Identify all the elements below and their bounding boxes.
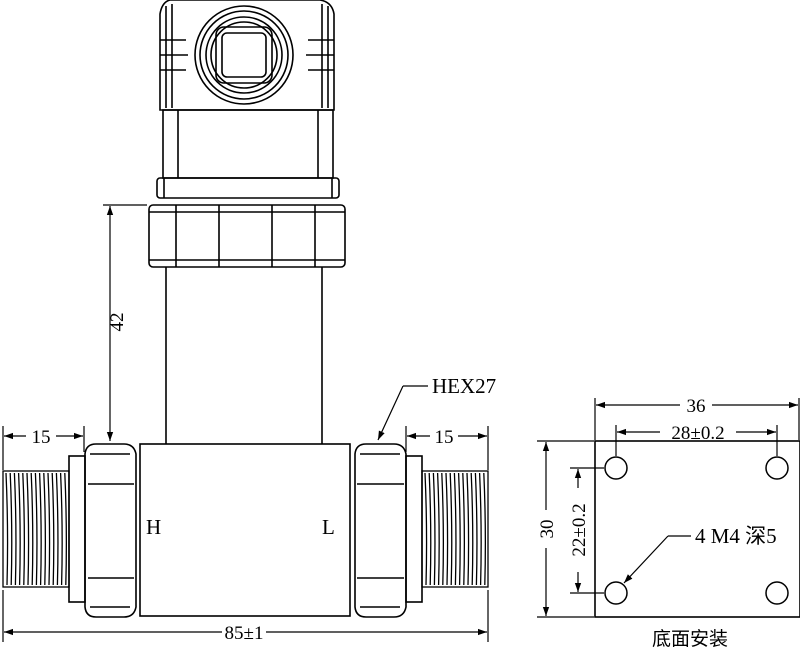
dimension-left-thread (2, 426, 85, 470)
mounting-hole (604, 581, 628, 605)
right-thread (421, 470, 489, 588)
dimension-right-thread-label: 15 (435, 427, 454, 448)
dimension-plate-width-label: 36 (687, 396, 706, 417)
port-low-label: L (322, 515, 335, 539)
holes-leader (623, 535, 691, 584)
dimension-plate-height (537, 440, 594, 618)
dimension-right-thread (405, 426, 489, 470)
hex-size-label: HEX27 (432, 374, 496, 398)
mounting-hole (765, 581, 789, 605)
holes-spec-label: 4 M4 深5 (695, 524, 777, 548)
mounting-holes (604, 456, 789, 605)
dimension-total-length (2, 590, 489, 642)
top-hex-nut (148, 204, 346, 268)
dimension-total-length-label: 85±1 (225, 623, 264, 644)
left-hex-fitting (68, 443, 137, 618)
mounting-hole (604, 456, 628, 480)
hex-leader (377, 385, 428, 441)
dimension-height (103, 204, 147, 441)
connector-head (156, 0, 340, 199)
port-high-label: H (146, 515, 161, 539)
bottom-plate (594, 440, 800, 618)
dimension-plate-width (594, 398, 800, 440)
sensor-body (139, 443, 351, 617)
right-hex-fitting (354, 443, 423, 618)
dimension-hole-spacing-y-label: 22±0.2 (569, 503, 590, 556)
sensor-stem (165, 267, 323, 444)
dimension-left-thread-label: 15 (32, 427, 51, 448)
mounting-hole (765, 456, 789, 480)
dimension-hole-spacing-x-label: 28±0.2 (671, 423, 724, 444)
dimension-height-label: 42 (107, 313, 128, 332)
dimension-hole-spacing-x (615, 425, 778, 456)
left-thread (2, 470, 70, 588)
bottom-view-caption: 底面安装 (652, 628, 728, 650)
dimension-plate-height-label: 30 (537, 520, 558, 539)
dimension-hole-spacing-y (570, 467, 604, 594)
